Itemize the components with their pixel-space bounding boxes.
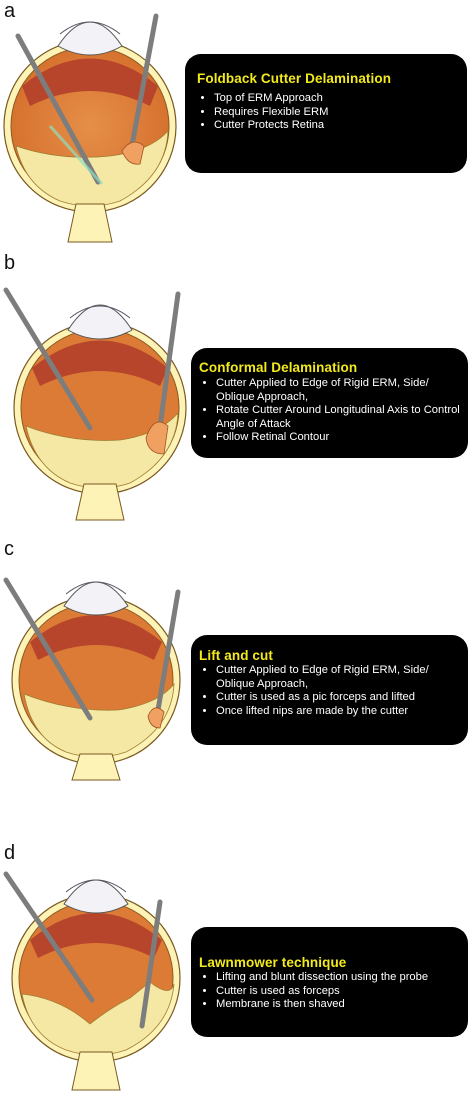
technique-title: Lawnmower technique xyxy=(199,955,347,970)
eye-globe xyxy=(11,581,181,781)
bullet: Once lifted nips are made by the cutter xyxy=(216,705,460,719)
technique-title: Foldback Cutter Delamination xyxy=(197,71,392,86)
panel-d: d Lawnmower technique Lifting and blunt … xyxy=(0,842,474,1118)
bullet: Cutter Protects Retina xyxy=(214,119,457,133)
bullet: Cutter is used as a pic forceps and lift… xyxy=(216,691,460,705)
vitrectomy-cutter xyxy=(155,291,181,445)
panel-letter: a xyxy=(4,0,16,22)
bullet: Cutter is used as forceps xyxy=(216,985,460,999)
eye-globe xyxy=(3,21,177,243)
light-pipe xyxy=(3,287,93,431)
technique-title: Lift and cut xyxy=(199,648,273,663)
bullet: Top of ERM Approach xyxy=(214,92,457,106)
bullet: Lifting and blunt dissection using the p… xyxy=(216,971,460,985)
technique-box: Lift and cut Cutter Applied to Edge of R… xyxy=(191,635,468,745)
bullet: Requires Flexible ERM xyxy=(214,106,457,120)
technique-box: Foldback Cutter Delamination Top of ERM … xyxy=(185,54,467,173)
technique-bullets: Cutter Applied to Edge of Rigid ERM, Sid… xyxy=(199,664,460,718)
panel-b: b Conformal Delamination Cutter Applied … xyxy=(0,252,474,528)
technique-bullets: Top of ERM Approach Requires Flexible ER… xyxy=(197,92,457,133)
bullet: Follow Retinal Contour xyxy=(216,431,460,445)
technique-bullets: Lifting and blunt dissection using the p… xyxy=(199,971,460,1012)
technique-bullets: Cutter Applied to Edge of Rigid ERM, Sid… xyxy=(199,377,460,445)
vitrectomy-cutter xyxy=(127,13,159,159)
eye-diagram xyxy=(3,13,177,243)
eye-diagram xyxy=(3,577,181,781)
light-pipe xyxy=(15,33,101,185)
bullet: Cutter Applied to Edge of Rigid ERM, Sid… xyxy=(216,664,460,691)
vitrectomy-cutter xyxy=(153,589,181,725)
light-pipe xyxy=(3,577,93,721)
bullet: Cutter Applied to Edge of Rigid ERM, Sid… xyxy=(216,377,460,404)
panel-c: c Lift and cut Cutter Applied to Edge of… xyxy=(0,538,474,814)
panel-letter: c xyxy=(4,538,14,560)
bullet: Rotate Cutter Around Longitudinal Axis t… xyxy=(216,404,460,431)
light-pipe xyxy=(3,871,95,1003)
panel-a: a Foldback Cutter Delamination Top of ER… xyxy=(0,0,474,276)
eye-globe xyxy=(13,304,187,521)
eye-diagram xyxy=(3,871,181,1091)
eye-diagram xyxy=(3,287,187,521)
technique-box: Lawnmower technique Lifting and blunt di… xyxy=(191,927,468,1037)
technique-box: Conformal Delamination Cutter Applied to… xyxy=(191,348,468,458)
technique-title: Conformal Delamination xyxy=(199,360,358,375)
eye-globe xyxy=(11,879,181,1091)
bullet: Membrane is then shaved xyxy=(216,998,460,1012)
vitrectomy-cutter xyxy=(139,899,163,1029)
panel-letter: b xyxy=(4,252,16,274)
panel-letter: d xyxy=(4,842,16,864)
